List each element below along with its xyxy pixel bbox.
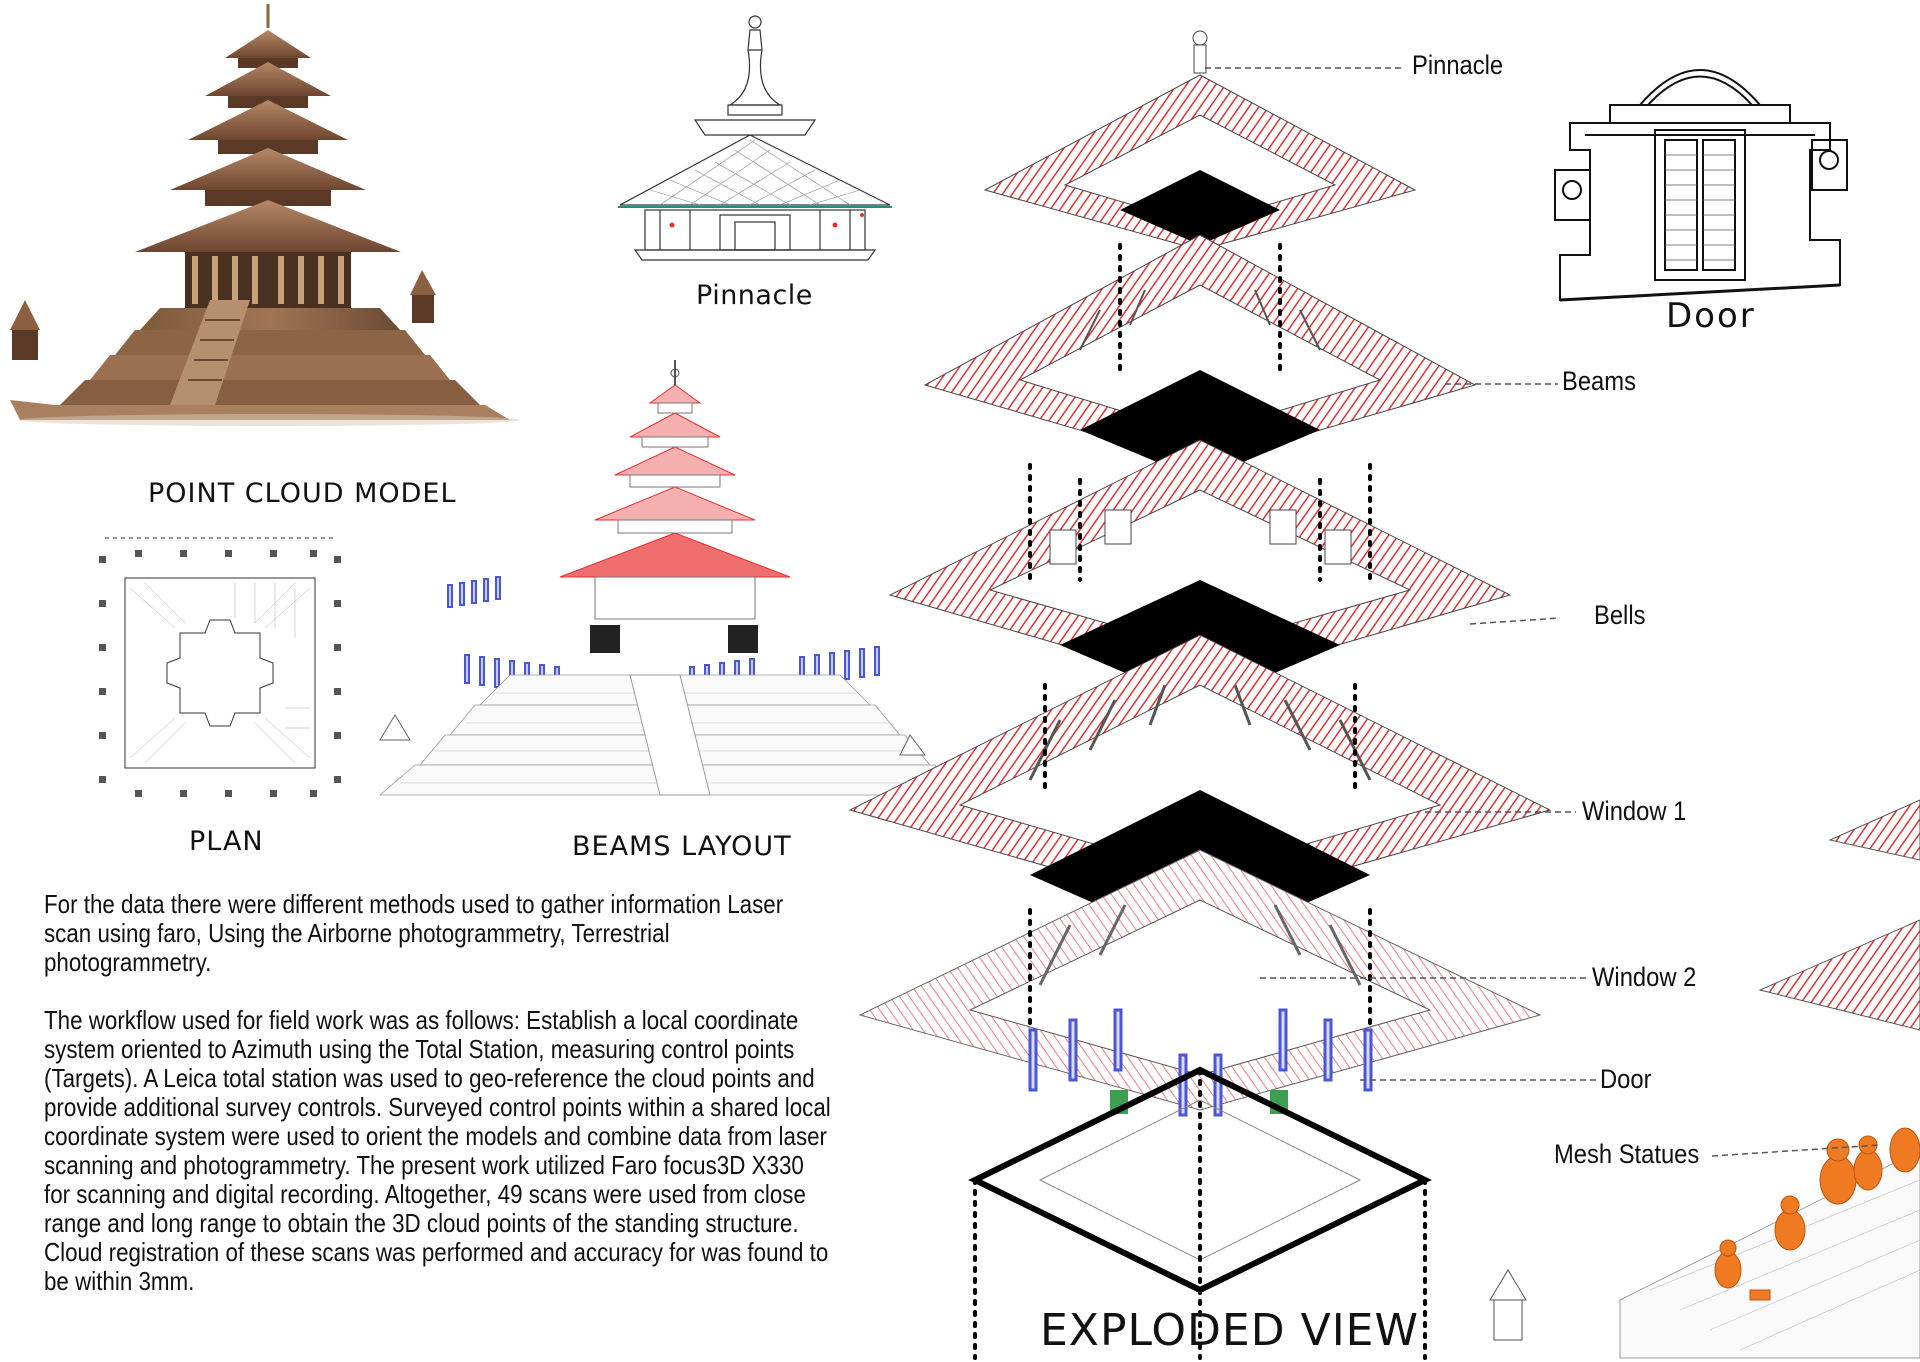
door-caption: Door [1666, 296, 1756, 336]
pinnacle-figure: Pinnacle [600, 10, 900, 311]
exploded-view-caption: EXPLODED VIEW [1040, 1305, 1419, 1356]
tier-beams [923, 234, 1477, 480]
pinnacle-caption: Pinnacle [696, 280, 813, 311]
callout-door: Door [1600, 1064, 1652, 1094]
right-edge-partial-view [1450, 680, 1920, 1359]
beams-layout-figure: BEAMS LAYOUT [378, 355, 941, 875]
description-text: For the data there were different method… [44, 890, 835, 1325]
exploded-view-figure: EXPLODED VIEW [848, 20, 1570, 1360]
partial-temple-base-drawing [1489, 799, 1920, 1359]
callout-bells: Bells [1594, 600, 1646, 630]
mesh-statues-leader [1711, 1144, 1881, 1157]
callout-window-2: Window 2 [1592, 962, 1697, 992]
callout-beams: Beams [1562, 366, 1636, 396]
callout-mesh-statues: Mesh Statues [1554, 1139, 1700, 1169]
exploded-view-drawing [848, 30, 1552, 1360]
tier-pinnacle [983, 30, 1417, 251]
beams-layout-drawing [378, 360, 941, 796]
point-cloud-caption: POINT CLOUD MODEL [148, 478, 457, 509]
tier-door [1028, 1008, 1373, 1117]
plan-drawing [99, 537, 341, 797]
beams-layout-caption: BEAMS LAYOUT [572, 831, 792, 862]
plan-caption: PLAN [189, 826, 264, 857]
callout-window-1: Window 1 [1582, 796, 1687, 826]
description-paragraph-1: For the data there were different method… [44, 889, 784, 977]
bells-leader [1469, 617, 1561, 625]
door-elevation-drawing [1554, 69, 1848, 302]
description-paragraph-2: The workflow used for field work was as … [44, 1005, 831, 1296]
point-cloud-model-figure: POINT CLOUD MODEL [0, 0, 560, 509]
plan-figure: PLAN [85, 528, 365, 858]
pinnacle-elevation-drawing [618, 15, 892, 261]
door-figure: Door [1550, 40, 1850, 340]
point-cloud-temple-image [10, 4, 520, 426]
callout-pinnacle: Pinnacle [1412, 50, 1504, 80]
